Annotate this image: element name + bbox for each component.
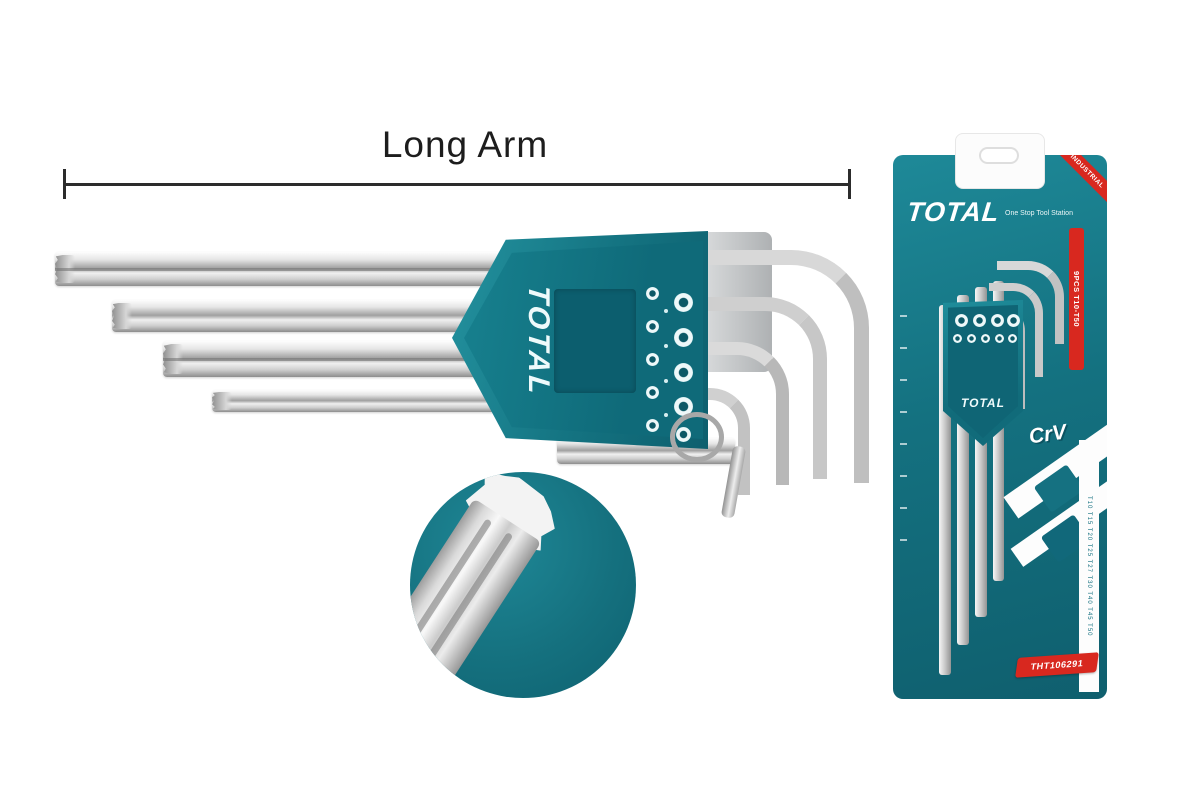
long-arm-label: Long Arm	[381, 124, 549, 165]
torx-hole-icon	[981, 334, 990, 343]
dimension-line	[63, 183, 851, 186]
tick-mark	[900, 347, 907, 349]
pin-dot-icon	[664, 309, 668, 313]
holder-brand-text: TOTAL	[522, 283, 555, 399]
tick-mark	[900, 411, 907, 413]
torx-hole-icon	[674, 397, 693, 416]
torx-tip-icon	[212, 391, 232, 411]
packaged-holder-brand: TOTAL	[961, 396, 1005, 410]
packaged-key-holder: TOTAL	[943, 300, 1023, 446]
torx-hole-icon	[1008, 334, 1017, 343]
torx-hole-icon	[674, 328, 693, 347]
torx-hole-icon	[674, 363, 693, 382]
key-separator	[163, 357, 600, 361]
dimension-tick-left	[63, 169, 66, 199]
torx-hole-icon	[967, 334, 976, 343]
packaged-holder-face	[948, 305, 1018, 438]
key-holder-panel	[554, 289, 636, 393]
torx-hole-icon	[646, 320, 659, 333]
torx-hole-icon	[646, 353, 659, 366]
hang-hole	[979, 147, 1019, 164]
torx-hole-icon	[953, 334, 962, 343]
tick-mark	[900, 379, 907, 381]
size-banner-text: 9PCS T10-T50	[1072, 270, 1081, 328]
brand-logo: TOTAL	[905, 197, 1002, 227]
holder-brand-box: TOTAL	[512, 269, 564, 413]
tip-detail-circle	[410, 472, 636, 698]
torx-hole-icon	[955, 314, 968, 327]
packaged-bent-end	[997, 261, 1064, 344]
dimension-tick-right	[848, 169, 851, 199]
torx-hole-icon	[646, 287, 659, 300]
torx-hole-icon	[674, 293, 693, 312]
tick-mark	[900, 507, 907, 509]
torx-tip-closeup	[410, 472, 611, 698]
torx-hole-icon	[1007, 314, 1020, 327]
ring-clip	[670, 412, 724, 462]
pin-dot-icon	[664, 413, 668, 417]
torx-hole-icon	[991, 314, 1004, 327]
material-badge: CrV	[1027, 420, 1068, 449]
blister-package: INDUSTRIAL TOTAL One Stop Tool Station 9…	[893, 133, 1107, 699]
size-list: T10 T15 T20 T25 T27 T30 T40 T45 T50	[1086, 495, 1092, 637]
torx-hole-icon	[995, 334, 1004, 343]
corner-ribbon-wrap: INDUSTRIAL	[1051, 155, 1107, 211]
shaft-groove	[410, 518, 493, 684]
tick-mark	[900, 315, 907, 317]
torx-hole-icon	[646, 386, 659, 399]
size-table-band: T10 T15 T20 T25 T27 T30 T40 T45 T50	[1079, 440, 1099, 692]
corner-ribbon: INDUSTRIAL	[1051, 155, 1107, 211]
packaged-bent-end	[989, 283, 1043, 377]
torx-tip-icon	[112, 302, 132, 330]
pin-dot-icon	[664, 379, 668, 383]
tick-mark	[900, 475, 907, 477]
tick-mark	[900, 443, 907, 445]
hang-tab	[955, 133, 1045, 189]
torx-hole-icon	[646, 419, 659, 432]
size-banner: 9PCS T10-T50	[1069, 228, 1084, 370]
torx-shaft	[410, 498, 542, 698]
package-card: INDUSTRIAL TOTAL One Stop Tool Station 9…	[893, 155, 1107, 699]
key-holder: TOTAL	[452, 231, 708, 449]
key-separator	[55, 267, 600, 271]
pin-dot-icon	[664, 344, 668, 348]
torx-hole-icon	[973, 314, 986, 327]
brand-tagline: One Stop Tool Station	[1005, 210, 1073, 217]
tick-mark	[900, 539, 907, 541]
